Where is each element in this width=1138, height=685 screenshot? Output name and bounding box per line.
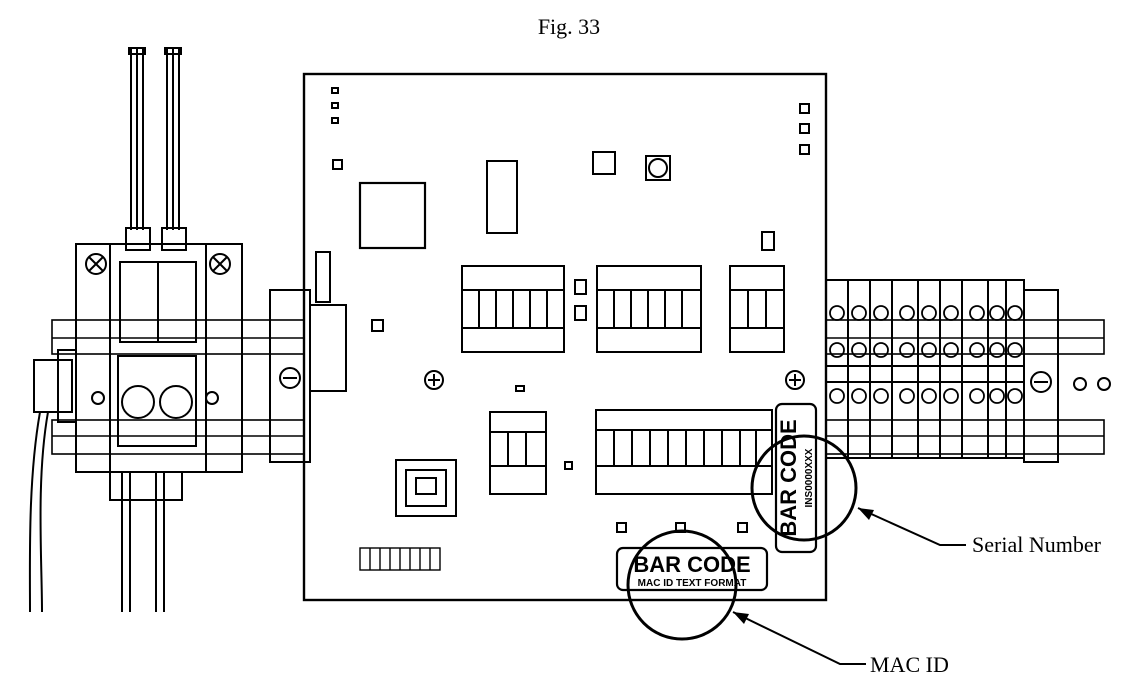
mac-id-leader (732, 611, 866, 665)
din-end-clamp-right (1023, 289, 1111, 463)
terminal-block-lower-1 (489, 411, 547, 495)
serial-barcode-code: INS0000XXX (804, 448, 815, 507)
mac-id-callout-circle (626, 529, 738, 641)
terminal-block-upper-2 (596, 265, 702, 353)
serial-barcode-title: BAR CODE (776, 419, 801, 536)
mac-barcode-title: BAR CODE (633, 552, 750, 577)
serial-number-callout: Serial Number (972, 532, 1101, 557)
dip-switch (359, 547, 441, 571)
din-rail-left (51, 319, 305, 455)
terminal-block-upper-3 (729, 265, 785, 353)
serial-number-arrowhead (858, 508, 874, 520)
din-rail-right (825, 319, 1105, 455)
serial-number-callout-circle (750, 434, 858, 542)
figure-title: Fig. 33 (537, 14, 601, 39)
serial-barcode-label (774, 402, 818, 554)
mac-id-arrowhead (733, 612, 749, 624)
mac-barcode-label (615, 546, 769, 592)
rj-connector (395, 459, 457, 517)
terminal-rail-right (825, 279, 1025, 459)
mac-barcode-subtitle: MAC ID TEXT FORMAT (638, 578, 747, 589)
solenoid-assembly (28, 47, 243, 613)
controller-board (302, 72, 828, 602)
serial-number-leader (857, 507, 966, 546)
terminal-block-upper-1 (461, 265, 565, 353)
terminal-block-lower-2 (595, 409, 773, 495)
mac-id-callout: MAC ID (870, 652, 949, 677)
